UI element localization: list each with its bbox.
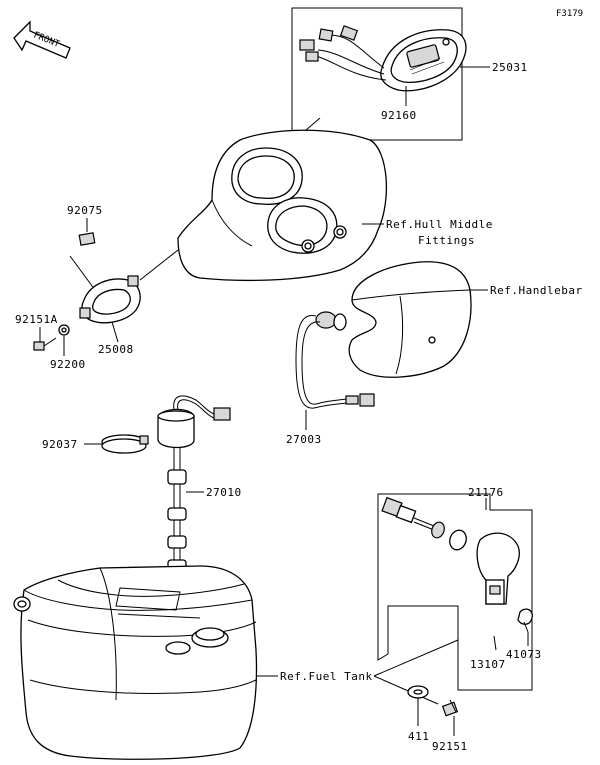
part-25008 (79, 275, 141, 324)
bolt-92151a (33, 337, 57, 351)
band-clamp-92037 (101, 434, 149, 454)
ref-fuel-tank: Ref.Fuel Tank (280, 670, 373, 683)
assembly-21176-box (377, 493, 533, 691)
label-21176: 21176 (468, 486, 504, 499)
label-27003: 27003 (286, 433, 322, 446)
hull-middle-fittings (177, 129, 387, 282)
label-92075: 92075 (67, 204, 103, 217)
label-41073: 41073 (506, 648, 542, 661)
label-25031: 25031 (492, 61, 528, 74)
switch-assembly-21176 (381, 496, 520, 605)
ref-handlebar: Ref.Handlebar (490, 284, 583, 297)
handlebar-cover (348, 261, 472, 378)
label-411: 411 (408, 730, 429, 743)
bolt-92151 (441, 699, 459, 717)
switch-wiring-27003 (295, 311, 375, 409)
washer-411 (407, 685, 429, 699)
label-92151: 92151 (432, 740, 468, 753)
figure-code: F3179 (556, 9, 583, 19)
fuel-tank (13, 565, 258, 760)
label-92200: 92200 (50, 358, 86, 371)
label-25008: 25008 (98, 343, 134, 356)
ref-hull-middle: Ref.Hull Middle (386, 218, 493, 231)
part-92075 (78, 232, 96, 246)
pin-13107 (493, 635, 497, 651)
clip-41073 (517, 608, 533, 633)
front-arrow-icon: FRONT (13, 20, 71, 59)
label-13107: 13107 (470, 658, 506, 671)
label-27010: 27010 (206, 486, 242, 499)
ref-hull-fittings: Fittings (418, 234, 475, 247)
label-92151a: 92151A (15, 313, 58, 326)
fuel-gauge-sender-27010 (157, 395, 231, 640)
label-92037: 92037 (42, 438, 78, 451)
meter-unit (380, 29, 467, 92)
label-92160: 92160 (381, 109, 417, 122)
meter-assembly-box (291, 7, 463, 141)
meter-wiring (299, 25, 387, 81)
